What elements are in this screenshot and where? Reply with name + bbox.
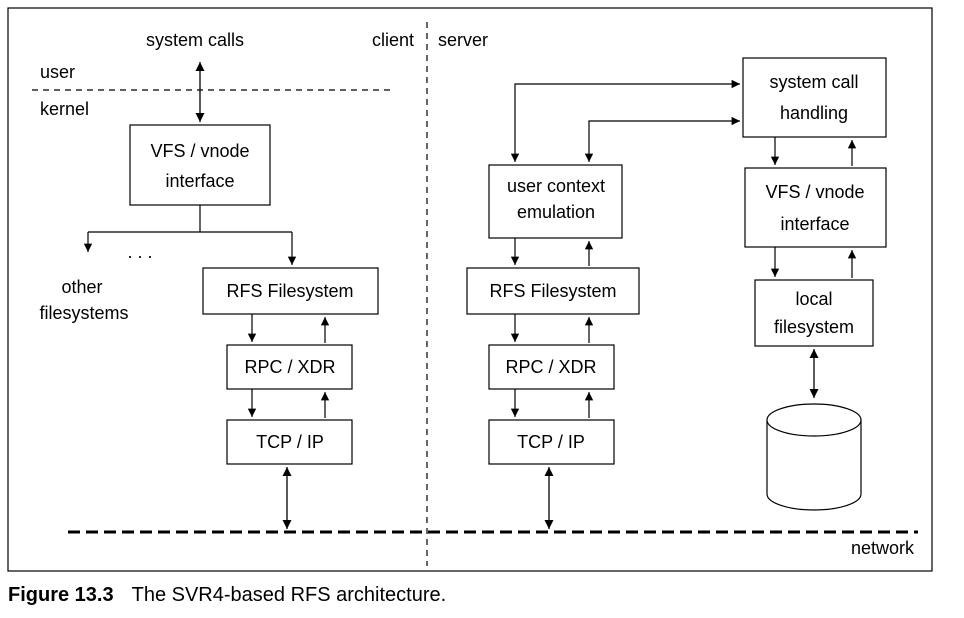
syscall-to-ctx-link — [584, 116, 740, 162]
server-tcp-box: TCP / IP — [488, 419, 615, 465]
server-rfs-box: RFS Filesystem — [466, 267, 640, 315]
figure-caption-text: The SVR4-based RFS architecture. — [131, 584, 447, 606]
other-filesystems-label-1: other — [61, 277, 102, 297]
server-user-context-label-1: user context — [507, 176, 605, 196]
server-label: server — [438, 30, 488, 50]
client-rpc-label: RPC / XDR — [244, 357, 335, 377]
server-vfs-label-1: VFS / vnode — [765, 182, 864, 202]
other-filesystems-label-2: filesystems — [39, 303, 128, 323]
server-syscall-label-2: handling — [780, 103, 848, 123]
server-syscall-label-1: system call — [769, 72, 858, 92]
ctx-to-syscall-link — [510, 79, 740, 162]
server-vfs-box: VFS / vnode interface — [744, 167, 887, 248]
client-rfs-box: RFS Filesystem — [202, 267, 379, 315]
figure-caption: Figure 13.3 The SVR4-based RFS architectu… — [8, 584, 446, 607]
client-vfs-label-2: interface — [165, 171, 234, 191]
client-rfs-label: RFS Filesystem — [226, 281, 353, 301]
server-vfs-label-2: interface — [780, 214, 849, 234]
server-user-context-box: user context emulation — [488, 164, 623, 239]
user-label: user — [40, 62, 75, 82]
figure-frame — [7, 7, 933, 572]
system-calls-label: system calls — [146, 30, 244, 50]
server-local-fs-label-1: local — [795, 289, 832, 309]
disk-icon — [766, 403, 862, 511]
client-vfs-box: VFS / vnode interface — [129, 124, 271, 206]
server-local-fs-box: local filesystem — [754, 279, 874, 347]
server-rpc-box: RPC / XDR — [488, 344, 615, 390]
server-syscall-box: system call handling — [742, 57, 887, 138]
server-tcp-label: TCP / IP — [517, 432, 585, 452]
server-rpc-label: RPC / XDR — [505, 357, 596, 377]
server-rfs-label: RFS Filesystem — [489, 281, 616, 301]
rfs-architecture-diagram: system calls user kernel client server .… — [7, 7, 933, 572]
kernel-label: kernel — [40, 99, 89, 119]
client-vfs-label-1: VFS / vnode — [150, 141, 249, 161]
network-label: network — [851, 538, 915, 558]
client-tcp-label: TCP / IP — [256, 432, 324, 452]
client-label: client — [372, 30, 414, 50]
server-user-context-label-2: emulation — [517, 202, 595, 222]
client-tcp-box: TCP / IP — [226, 419, 353, 465]
ellipsis-label: . . . — [127, 242, 152, 262]
client-rpc-box: RPC / XDR — [226, 344, 353, 390]
server-local-fs-label-2: filesystem — [774, 317, 854, 337]
figure-number: Figure 13.3 — [8, 584, 114, 606]
